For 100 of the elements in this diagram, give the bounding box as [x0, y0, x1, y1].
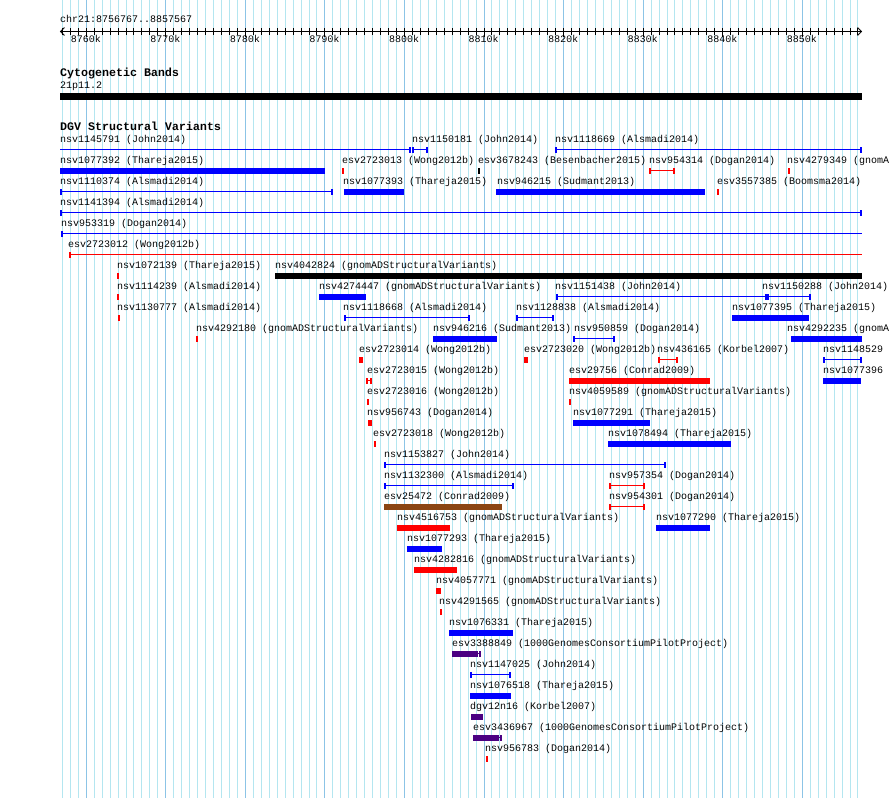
- variant-span-line: [60, 210, 862, 216]
- variant-label: nsv1076331 (Thareja2015): [449, 618, 594, 630]
- variant-bar: [732, 315, 809, 321]
- variant-span-line: [823, 357, 862, 363]
- variant-bar: [275, 273, 862, 279]
- variant-span-line: [61, 231, 862, 237]
- variant-bar: [359, 357, 363, 363]
- variant-span-line: [412, 147, 428, 153]
- variant-label: nsv1077396: [823, 366, 884, 378]
- variant-label: nsv1077395 (Thareja2015): [732, 303, 876, 315]
- variant-label: nsv1128838 (Alsmadi2014): [516, 303, 660, 315]
- variant-bar: [368, 420, 372, 426]
- variant-label: esv2723015 (Wong2012b): [367, 366, 500, 378]
- axis-tick-label: 8770k: [150, 34, 180, 47]
- variant-label: nsv4516753 (gnomADStructuralVariants): [397, 513, 620, 525]
- variant-label: nsv4279349 (gnomA: [787, 156, 890, 168]
- variant-label: nsv946216 (Sudmant2013): [433, 324, 572, 336]
- axis-tick-label: 8830k: [628, 34, 658, 47]
- variant-bar: [569, 378, 710, 384]
- variant-label: nsv1072139 (Thareja2015): [117, 261, 262, 273]
- variant-span-line: [555, 147, 862, 153]
- variant-label: nsv1114239 (Alsmadi2014): [117, 282, 262, 294]
- axis-tick-label: 8760k: [70, 34, 101, 47]
- variant-span-line: [384, 483, 514, 489]
- variant-bar: [470, 693, 511, 699]
- variant-span-line: [344, 315, 470, 321]
- variant-label: esv2723014 (Wong2012b): [359, 345, 492, 357]
- variant-label: esv2723012 (Wong2012b): [68, 240, 200, 252]
- variant-label: nsv1077293 (Thareja2015): [407, 534, 552, 546]
- variant-label: nsv4059589 (gnomADStructuralVariants): [569, 387, 792, 399]
- band-label: 21p11.2: [60, 80, 102, 93]
- variant-label: nsv4057771 (gnomADStructuralVariants): [436, 576, 658, 588]
- variant-label: nsv1110374 (Alsmadi2014): [60, 177, 204, 189]
- variant-span-line: [516, 315, 554, 321]
- variant-span-line: [609, 483, 645, 489]
- variant-label: nsv956783 (Dogan2014): [485, 744, 612, 756]
- variant-bar: [452, 651, 481, 657]
- variant-span-line: [384, 462, 666, 468]
- variant-label: esv2723016 (Wong2012b): [367, 387, 500, 399]
- variant-label: nsv4282816 (gnomADStructuralVariants): [414, 555, 636, 567]
- variant-span-line: [470, 672, 511, 678]
- variant-label: nsv1132300 (Alsmadi2014): [384, 471, 528, 483]
- variant-label: nsv4291565 (gnomADStructuralVariants): [439, 597, 662, 609]
- variant-label: nsv1077393 (Thareja2015): [343, 177, 488, 189]
- variant-label: esv2723020 (Wong2012b): [524, 345, 656, 357]
- variant-bar: [384, 504, 502, 510]
- variant-label: nsv957354 (Dogan2014): [609, 471, 736, 483]
- variant-bar: [573, 420, 650, 426]
- track-title: Cytogenetic Bands: [60, 66, 179, 80]
- variant-label: nsv4292235 (gnomA: [787, 324, 890, 336]
- variant-label: nsv1147025 (John2014): [470, 660, 596, 672]
- variant-label: nsv1148529: [823, 345, 884, 357]
- variant-label: esv25472 (Conrad2009): [384, 492, 510, 504]
- variant-bar: [496, 189, 705, 195]
- variant-bar: [407, 546, 442, 552]
- variant-label: esv3678243 (Besenbacher2015): [478, 156, 646, 168]
- variant-span-line: [60, 147, 411, 153]
- variant-label: nsv1076518 (Thareja2015): [470, 681, 614, 693]
- variant-label: nsv1150288 (John2014): [762, 282, 888, 294]
- variant-label: nsv1077392 (Thareja2015): [60, 156, 204, 168]
- variant-label: esv3557385 (Boomsma2014): [717, 177, 862, 189]
- variant-label: nsv4292180 (gnomADStructuralVariants): [196, 324, 418, 336]
- axis-tick-label: 8820k: [548, 34, 578, 47]
- variant-span-line: [69, 252, 862, 258]
- variant-label: nsv4274447 (gnomADStructuralVariants): [319, 282, 542, 294]
- variant-label: nsv950859 (Dogan2014): [574, 324, 700, 336]
- track-title: DGV Structural Variants: [60, 120, 221, 134]
- variant-label: nsv1141394 (Alsmadi2014): [60, 198, 204, 210]
- variant-label: nsv954314 (Dogan2014): [649, 156, 776, 168]
- variant-bar: [344, 189, 404, 195]
- variant-label: nsv1150181 (John2014): [412, 135, 538, 147]
- axis-tick-label: 8800k: [388, 34, 419, 47]
- axis-tick-label: 8780k: [230, 34, 260, 47]
- variant-label: nsv436165 (Korbel2007): [657, 345, 790, 357]
- variant-label: nsv1151438 (John2014): [555, 282, 682, 294]
- variant-bar: [473, 735, 502, 741]
- variant-label: nsv953319 (Dogan2014): [61, 219, 188, 231]
- variant-label: nsv1153827 (John2014): [384, 450, 510, 462]
- variant-bar: [414, 567, 457, 573]
- variant-bar: [791, 336, 862, 342]
- variant-bar: [823, 378, 861, 384]
- variant-bar: [433, 336, 497, 342]
- variant-label: dgv12n16 (Korbel2007): [470, 702, 596, 714]
- variant-label: esv2723013 (Wong2012b): [342, 156, 474, 168]
- variant-bar: [471, 714, 483, 720]
- variant-label: esv3388849 (1000GenomesConsortiumPilotProject): [452, 639, 728, 651]
- variant-label: nsv1077290 (Thareja2015): [656, 513, 800, 525]
- variant-bar: [60, 168, 325, 174]
- variant-label: nsv1145791 (John2014): [60, 135, 186, 147]
- axis-tick-label: 8850k: [786, 34, 817, 47]
- variant-label: nsv956743 (Dogan2014): [367, 408, 494, 420]
- variant-label: nsv1118669 (Alsmadi2014): [555, 135, 700, 147]
- variant-span-line: [767, 294, 811, 300]
- cytoband-bar: [60, 93, 862, 100]
- variant-label: esv2723018 (Wong2012b): [373, 429, 506, 441]
- variant-span-line: [556, 294, 767, 300]
- variant-span-line: [366, 378, 372, 384]
- variant-label: nsv1118668 (Alsmadi2014): [343, 303, 488, 315]
- variant-bar: [656, 525, 710, 531]
- variant-span-line: [609, 504, 645, 510]
